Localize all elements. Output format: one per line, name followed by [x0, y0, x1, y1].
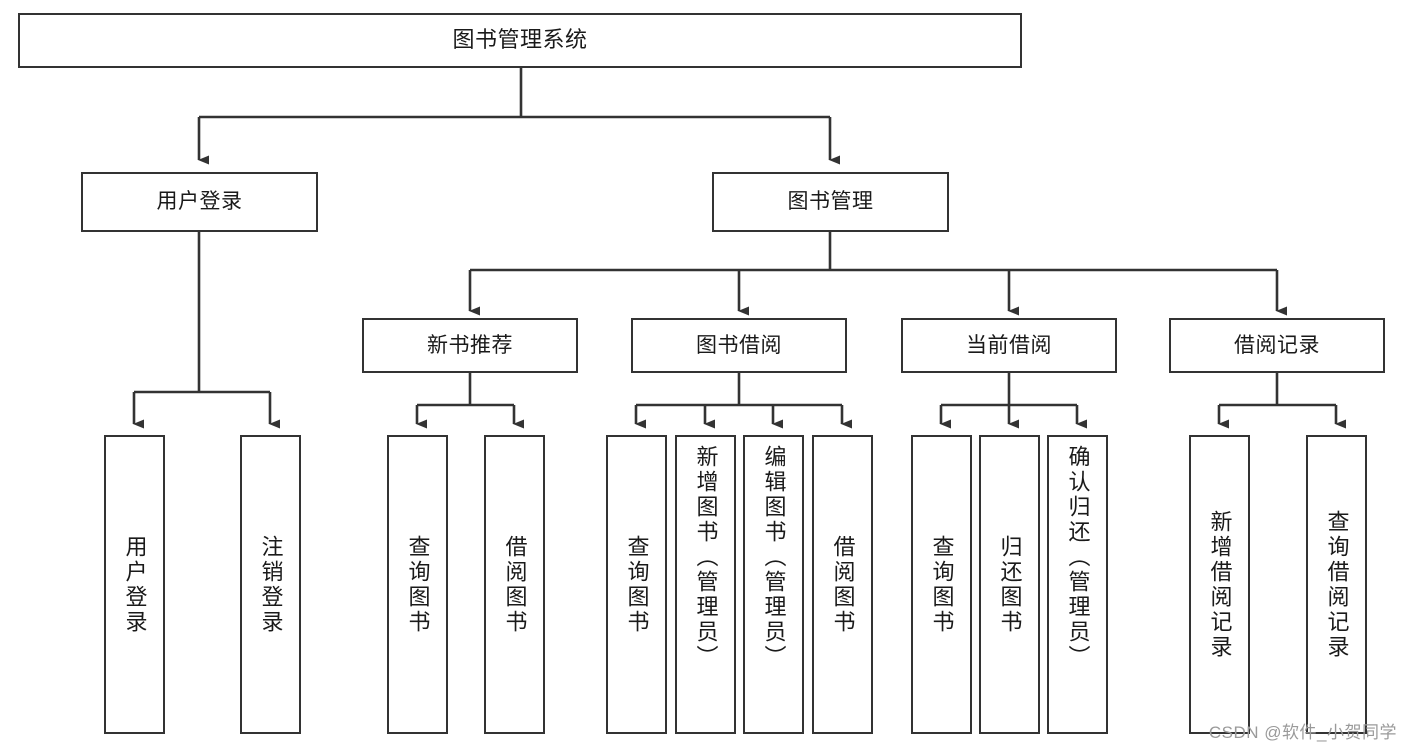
node-new-book-recommend[interactable]: 新书推荐 [362, 318, 578, 373]
node-label: 查询图书 [405, 534, 431, 635]
leaf-current-confirm-return-admin[interactable]: 确认归还（管理员） [1047, 435, 1108, 734]
node-label: 编辑图书（管理员） [761, 445, 787, 670]
node-label: 借阅图书 [502, 534, 528, 635]
leaf-current-return-book[interactable]: 归还图书 [979, 435, 1040, 734]
leaf-record-add-borrow-record[interactable]: 新增借阅记录 [1189, 435, 1250, 734]
leaf-borrow-edit-book-admin[interactable]: 编辑图书（管理员） [743, 435, 804, 734]
node-label: 注销登录 [258, 534, 284, 635]
leaf-current-query-book[interactable]: 查询图书 [911, 435, 972, 734]
node-user-login[interactable]: 用户登录 [81, 172, 318, 232]
node-root-book-management-system[interactable]: 图书管理系统 [18, 13, 1022, 68]
node-book-management[interactable]: 图书管理 [712, 172, 949, 232]
leaf-borrow-borrow-book[interactable]: 借阅图书 [812, 435, 873, 734]
node-label: 查询图书 [624, 534, 650, 635]
node-label: 用户登录 [122, 534, 148, 635]
node-label: 当前借阅 [966, 333, 1052, 357]
node-label: 借阅图书 [830, 534, 856, 635]
node-label: 用户登录 [156, 190, 243, 214]
node-label: 图书借阅 [696, 333, 782, 357]
node-label: 图书管理 [787, 190, 874, 214]
node-label: 新增借阅记录 [1207, 509, 1233, 660]
leaf-borrow-query-book[interactable]: 查询图书 [606, 435, 667, 734]
node-book-borrow[interactable]: 图书借阅 [631, 318, 847, 373]
leaf-recommend-borrow-book[interactable]: 借阅图书 [484, 435, 545, 734]
node-label: 归还图书 [997, 534, 1023, 635]
leaf-user-login[interactable]: 用户登录 [104, 435, 165, 734]
node-label: 新增图书（管理员） [693, 445, 719, 670]
leaf-record-query-borrow-record[interactable]: 查询借阅记录 [1306, 435, 1367, 734]
node-label: 新书推荐 [427, 333, 513, 357]
node-label: 借阅记录 [1234, 333, 1320, 357]
node-label: 图书管理系统 [452, 27, 588, 53]
leaf-borrow-add-book-admin[interactable]: 新增图书（管理员） [675, 435, 736, 734]
leaf-logout[interactable]: 注销登录 [240, 435, 301, 734]
csdn-watermark: CSDN @软件_小贺同学 [1208, 723, 1397, 742]
leaf-recommend-query-book[interactable]: 查询图书 [387, 435, 448, 734]
node-label: 查询借阅记录 [1324, 509, 1350, 660]
node-borrow-record[interactable]: 借阅记录 [1169, 318, 1385, 373]
node-label: 查询图书 [929, 534, 955, 635]
node-current-borrow[interactable]: 当前借阅 [901, 318, 1117, 373]
node-label: 确认归还（管理员） [1065, 445, 1091, 670]
